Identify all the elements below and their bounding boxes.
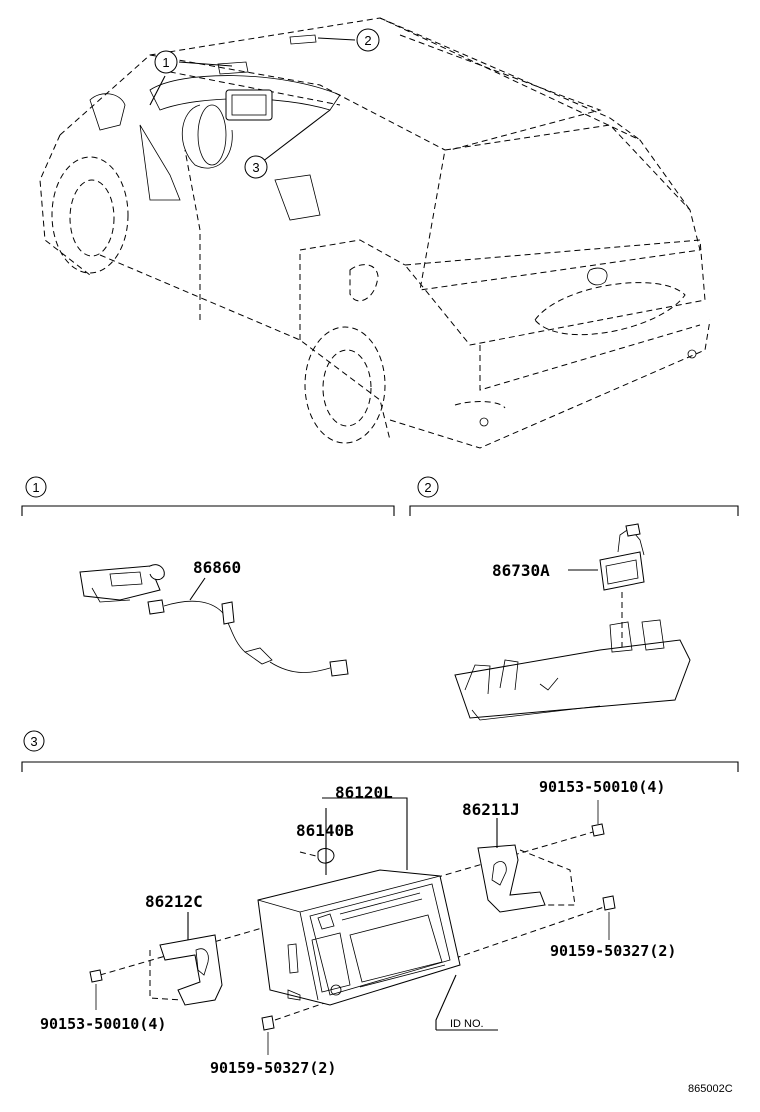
callout-2: [356, 28, 380, 52]
figure-code: 865002C: [688, 1083, 733, 1095]
bolt-bottom: [261, 1015, 275, 1055]
part-number-90153-top: 90153-50010(4): [539, 778, 665, 796]
bolt-right: [602, 895, 616, 940]
sensor-assembly: [79, 564, 349, 677]
section-1: 1 86860: [21, 476, 395, 677]
part-number-86212c: 86212C: [145, 892, 203, 911]
section-2: 2 86730A: [409, 476, 739, 721]
callout-1: [154, 50, 178, 74]
part-number-90153-left: 90153-50010(4): [40, 1015, 166, 1033]
audio-unit: [257, 869, 461, 1006]
bracket-right: [477, 844, 546, 913]
screw-top-right: [591, 800, 605, 837]
part-number-90159-bottom: 90159-50327(2): [210, 1059, 336, 1077]
section-1-number: 1: [32, 480, 39, 495]
section-3: 3: [21, 730, 739, 1077]
callout-3: [244, 155, 268, 179]
screw-left: [89, 969, 103, 1010]
switch-assembly: [454, 523, 691, 721]
bracket-left: [159, 934, 223, 1006]
part-number-86730a: 86730A: [492, 561, 550, 580]
part-number-90159-right: 90159-50327(2): [550, 942, 676, 960]
part-number-86120l: 86120L: [335, 783, 393, 802]
vehicle-illustration: 1 2 3: [39, 17, 711, 449]
label-text: 3: [252, 160, 259, 175]
section-3-number: 3: [30, 734, 37, 749]
part-number-86860: 86860: [193, 558, 241, 577]
part-number-86140b: 86140B: [296, 821, 354, 840]
id-number-label: ID NO.: [450, 1018, 484, 1030]
section-2-number: 2: [424, 480, 431, 495]
label-text: 2: [364, 33, 371, 48]
part-number-86211j: 86211J: [462, 800, 520, 819]
label-text: 1: [162, 55, 169, 70]
